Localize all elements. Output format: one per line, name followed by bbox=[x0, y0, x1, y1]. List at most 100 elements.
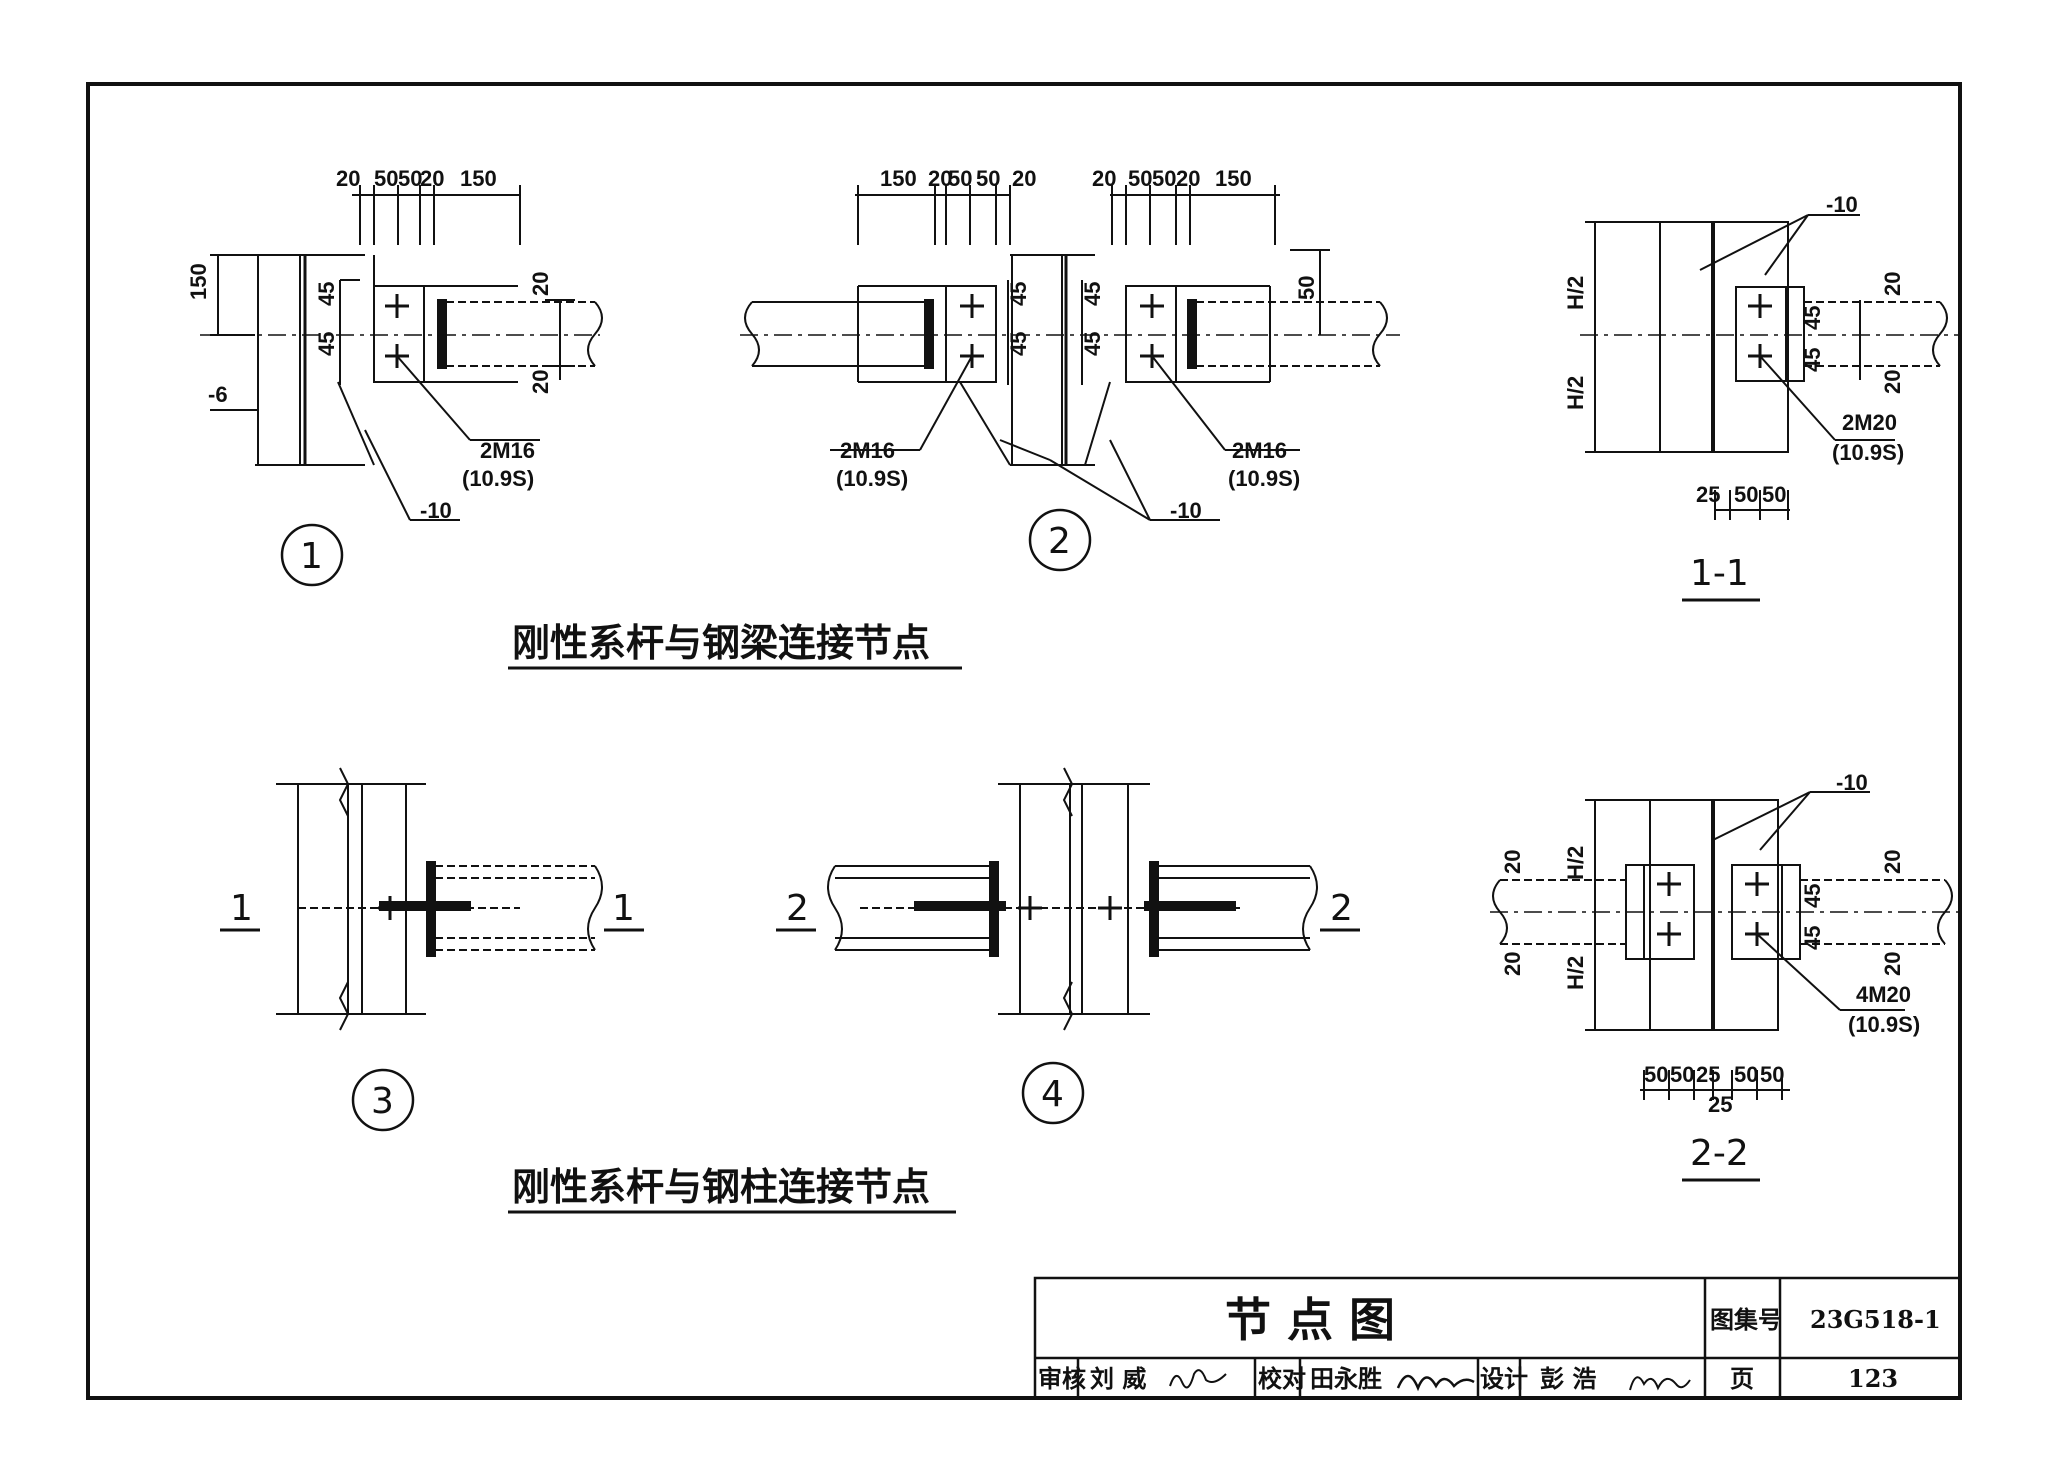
d2-dim-150a: 150 bbox=[880, 166, 917, 191]
s11-bolt-label: 2M20 bbox=[1842, 410, 1897, 435]
d2-dim-v45d: 45 bbox=[1080, 332, 1105, 356]
d2-dim-50b: 50 bbox=[976, 166, 1000, 191]
d1-dim-20b: 20 bbox=[420, 166, 444, 191]
s11-dim-50b: 50 bbox=[1762, 482, 1786, 507]
s22-dim-v20a: 20 bbox=[1500, 850, 1525, 874]
detail-4-number: 4 bbox=[1041, 1074, 1064, 1115]
s11-dim-25: 25 bbox=[1696, 482, 1720, 507]
d1-bolt-grade: (10.9S) bbox=[462, 466, 534, 491]
detail-3-drawing bbox=[220, 767, 644, 1031]
section-2-2-drawing bbox=[1490, 791, 1960, 1100]
d2-dim-150b: 150 bbox=[1215, 166, 1252, 191]
atlas-label: 图集号 bbox=[1710, 1305, 1782, 1334]
detail-4-drawing bbox=[776, 767, 1360, 1031]
reviewer-name: 刘 威 bbox=[1090, 1364, 1146, 1393]
detail-3-number: 3 bbox=[371, 1081, 394, 1122]
detail-3-number-circle bbox=[351, 1068, 415, 1132]
d1-dim-v20a: 20 bbox=[528, 272, 553, 296]
reviewer-signature bbox=[1169, 1369, 1227, 1389]
s22-dim-25-under: 25 bbox=[1708, 1092, 1732, 1117]
s22-dim-25a: 25 bbox=[1696, 1062, 1720, 1087]
sheet-border bbox=[86, 82, 1962, 1400]
s22-dim-50d: 50 bbox=[1760, 1062, 1784, 1087]
designer-signature bbox=[1629, 1376, 1691, 1391]
detail-2-drawing bbox=[740, 185, 1400, 521]
d2-dim-20a: 20 bbox=[928, 166, 952, 191]
s22-bolt-label: 4M20 bbox=[1856, 982, 1911, 1007]
page-label: 页 bbox=[1730, 1364, 1754, 1393]
s22-h-half-top: H/2 bbox=[1563, 846, 1588, 880]
d2-dim-50c: 50 bbox=[1128, 166, 1152, 191]
s22-dim-v45b: 45 bbox=[1800, 926, 1825, 950]
section-mark-1-right: 1 bbox=[612, 888, 635, 929]
d1-stiffener-label: -10 bbox=[420, 498, 452, 523]
check-label: 校对 bbox=[1258, 1364, 1306, 1393]
d1-bolt-label: 2M16 bbox=[480, 438, 535, 463]
d2-dim-20d: 20 bbox=[1176, 166, 1200, 191]
d1-dim-20a: 20 bbox=[336, 166, 360, 191]
d1-dim-50b: 50 bbox=[398, 166, 422, 191]
caption-beam-connection: 刚性系杆与钢梁连接节点 bbox=[512, 621, 930, 665]
d2-dim-20b: 20 bbox=[1012, 166, 1036, 191]
s11-bolt-grade: (10.9S) bbox=[1832, 440, 1904, 465]
detail-1-number: 1 bbox=[300, 536, 323, 577]
section-mark-2-left: 2 bbox=[786, 888, 809, 929]
s11-dim-v20b: 20 bbox=[1880, 370, 1905, 394]
s22-dim-v20c: 20 bbox=[1880, 850, 1905, 874]
caption-column-connection: 刚性系杆与钢柱连接节点 bbox=[512, 1165, 930, 1209]
review-label: 审核 bbox=[1038, 1364, 1086, 1393]
section-1-1-title: 1-1 bbox=[1690, 553, 1749, 594]
s22-dim-v20b: 20 bbox=[1500, 952, 1525, 976]
detail-1-number-circle bbox=[280, 523, 344, 587]
detail-4-number-circle bbox=[1021, 1061, 1085, 1125]
d2-bolt-grade-right: (10.9S) bbox=[1228, 466, 1300, 491]
s11-dim-v20a: 20 bbox=[1880, 272, 1905, 296]
d1-dim-50a: 50 bbox=[374, 166, 398, 191]
checker-signature bbox=[1396, 1374, 1475, 1392]
section-mark-1-left: 1 bbox=[230, 888, 253, 929]
detail-2-number: 2 bbox=[1048, 521, 1071, 562]
d1-dim-v45a: 45 bbox=[314, 282, 339, 306]
section-mark-2-right: 2 bbox=[1330, 888, 1353, 929]
d1-dim-v20b: 20 bbox=[528, 370, 553, 394]
checker-name: 田永胜 bbox=[1310, 1364, 1382, 1393]
d1-web-plate-label: -6 bbox=[208, 382, 228, 407]
section-1-1-drawing bbox=[1580, 214, 1960, 520]
d2-dim-v50: 50 bbox=[1294, 276, 1319, 300]
page-number: 123 bbox=[1848, 1364, 1898, 1393]
section-2-2-title: 2-2 bbox=[1690, 1133, 1749, 1174]
d2-dim-v45a: 45 bbox=[1006, 282, 1031, 306]
s22-dim-50a: 50 bbox=[1644, 1062, 1668, 1087]
d2-dim-v45c: 45 bbox=[1080, 282, 1105, 306]
design-label: 设计 bbox=[1480, 1364, 1528, 1393]
s11-stiffener-label: -10 bbox=[1826, 192, 1858, 217]
s11-dim-v45a: 45 bbox=[1800, 306, 1825, 330]
s22-dim-50c: 50 bbox=[1734, 1062, 1758, 1087]
d2-bolt-grade-left: (10.9S) bbox=[836, 466, 908, 491]
s11-dim-v45b: 45 bbox=[1800, 348, 1825, 372]
d2-dim-50a: 50 bbox=[948, 166, 972, 191]
d2-bolt-label-left: 2M16 bbox=[840, 438, 895, 463]
designer-name: 彭 浩 bbox=[1540, 1364, 1596, 1393]
detail-1-drawing bbox=[200, 185, 603, 521]
atlas-number: 23G518-1 bbox=[1810, 1305, 1941, 1334]
d2-dim-50d: 50 bbox=[1152, 166, 1176, 191]
d2-stiffener-label: -10 bbox=[1170, 498, 1202, 523]
d2-dim-v45b: 45 bbox=[1006, 332, 1031, 356]
s22-dim-v45a: 45 bbox=[1800, 884, 1825, 908]
s22-dim-50b: 50 bbox=[1670, 1062, 1694, 1087]
s11-h-half-top: H/2 bbox=[1563, 276, 1588, 310]
d2-bolt-label-right: 2M16 bbox=[1232, 438, 1287, 463]
d1-dim-v150: 150 bbox=[186, 263, 211, 300]
s22-stiffener-label: -10 bbox=[1836, 770, 1868, 795]
drawing-title: 节 点 图 bbox=[1225, 1293, 1395, 1347]
d1-dim-150: 150 bbox=[460, 166, 497, 191]
title-block bbox=[1033, 1276, 1962, 1400]
s11-dim-50a: 50 bbox=[1734, 482, 1758, 507]
s22-h-half-bottom: H/2 bbox=[1563, 956, 1588, 990]
s22-bolt-grade: (10.9S) bbox=[1848, 1012, 1920, 1037]
s11-h-half-bottom: H/2 bbox=[1563, 376, 1588, 410]
s22-dim-v20d: 20 bbox=[1880, 952, 1905, 976]
d1-dim-v45b: 45 bbox=[314, 332, 339, 356]
